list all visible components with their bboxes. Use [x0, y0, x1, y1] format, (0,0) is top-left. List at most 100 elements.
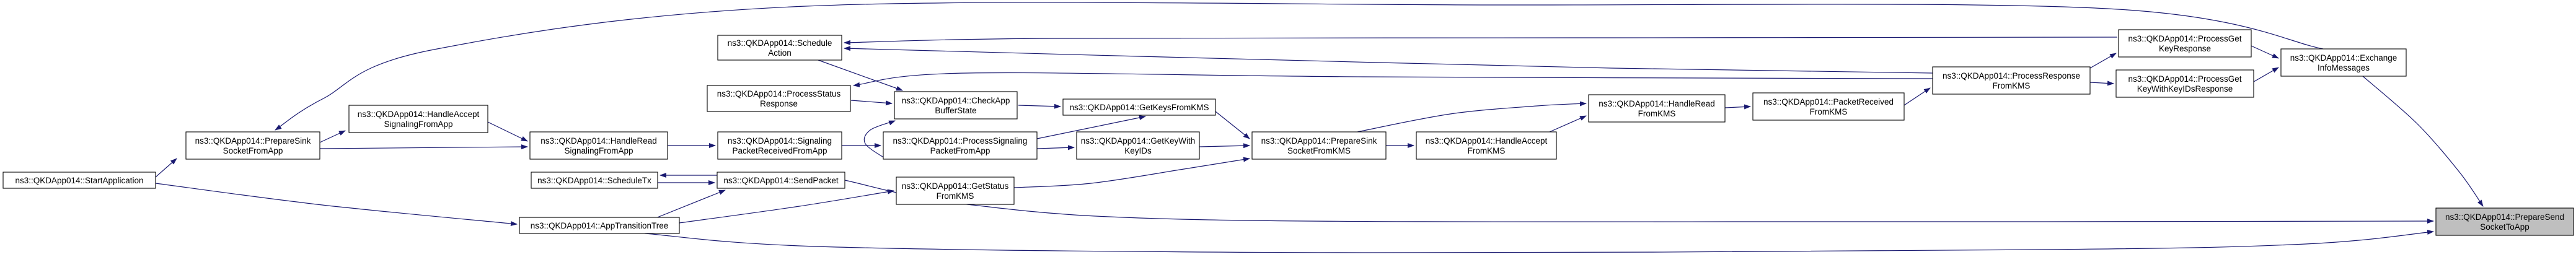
- function-node-label: ns3::QKDApp014::ScheduleTx: [537, 176, 651, 185]
- node-signalingPacketReceivedFromApp[interactable]: ns3::QKDApp014::SignalingPacketReceivedF…: [717, 131, 842, 160]
- edge-processResponseFromKMS-processGetKeyResponse: [2089, 53, 2117, 69]
- function-node-label: ns3::QKDApp014::HandleAccept: [358, 110, 480, 119]
- function-node-label: KeyIDs: [1124, 146, 1152, 155]
- function-node-box: [1076, 131, 1200, 160]
- function-node-label: ns3::QKDApp014::PrepareSink: [1261, 136, 1377, 146]
- node-scheduleTx[interactable]: ns3::QKDApp014::ScheduleTx: [531, 172, 658, 189]
- function-node-box: [896, 176, 1015, 205]
- function-node-label: ns3::QKDApp014::PrepareSend: [2445, 212, 2564, 222]
- edge-handleAcceptSignalingFromApp-handleReadSignalingFromApp: [487, 121, 528, 142]
- edge-processSignalingPacketFromApp-checkAppBufferState: [863, 120, 896, 160]
- function-node-box: [185, 131, 320, 160]
- node-appTransitionTree[interactable]: ns3::QKDApp014::AppTransitionTree: [519, 217, 680, 234]
- function-node-box: [1588, 94, 1726, 123]
- function-node-label: ns3::QKDApp014::HandleRead: [540, 136, 657, 146]
- function-node-box: [717, 172, 845, 189]
- function-node-label: PacketFromApp: [930, 146, 990, 155]
- edge-appTransitionTree-sendPacket: [655, 189, 726, 219]
- function-node-box: [529, 131, 668, 160]
- function-node-label: ns3::QKDApp014::ProcessResponse: [1943, 71, 2080, 81]
- edge-exchangeInfoMessages-prepareSendSocketToApp: [2362, 76, 2484, 207]
- edge-exchangeInfoMessages-prepareSinkSocketFromApp: [275, 2, 2324, 131]
- edge-getKeyWithKeyIDs-prepareSinkSocketFromKMS: [1199, 143, 1250, 149]
- function-node-label: KeyResponse: [2159, 44, 2211, 53]
- function-node-label: ns3::QKDApp014::GetKeysFromKMS: [1069, 103, 1209, 112]
- edge-prepareSinkSocketFromKMS-handleReadFromKMS: [1357, 101, 1587, 133]
- function-node-label: FromKMS: [937, 191, 974, 201]
- function-node-box: [1416, 131, 1557, 160]
- function-node-label: FromKMS: [1810, 107, 1848, 116]
- function-node-box: [348, 105, 488, 133]
- function-node-box: [2115, 69, 2254, 98]
- function-node-label: PacketReceivedFromApp: [732, 146, 827, 155]
- function-node-label: ns3::QKDApp014::HandleRead: [1599, 99, 1715, 108]
- current-function-node-box: [2435, 207, 2574, 236]
- function-node-label: FromKMS: [1993, 81, 2031, 90]
- function-node-label: SignalingFromApp: [564, 146, 633, 155]
- function-node-box: [531, 172, 658, 189]
- function-node-label: ns3::QKDApp014::Signaling: [728, 136, 832, 146]
- edge-checkAppBufferState-getKeysFromKMS: [1018, 103, 1061, 109]
- function-node-label: ns3::QKDApp014::CheckApp: [902, 96, 1010, 105]
- function-node-label: ns3::QKDApp014::Schedule: [728, 38, 832, 48]
- edge-scheduleAction-checkAppBufferState: [818, 59, 903, 91]
- node-getKeysFromKMS[interactable]: ns3::QKDApp014::GetKeysFromKMS: [1062, 98, 1216, 116]
- function-node-label: ns3::QKDApp014::ProcessSignaling: [893, 136, 1028, 146]
- node-processSignalingPacketFromApp[interactable]: ns3::QKDApp014::ProcessSignalingPacketFr…: [883, 131, 1038, 160]
- function-node-box: [2118, 29, 2252, 58]
- edge-handleReadFromKMS-packetReceivedFromKMS: [1724, 104, 1751, 110]
- edge-sendPacket-prepareSendSocketToApp: [844, 180, 2434, 224]
- node-handleReadSignalingFromApp[interactable]: ns3::QKDApp014::HandleReadSignalingFromA…: [529, 131, 668, 160]
- function-node-label: SocketFromKMS: [1287, 146, 1351, 155]
- edge-getKeysFromKMS-prepareSinkSocketFromKMS: [1215, 111, 1250, 139]
- function-node-label: ns3::QKDApp014::GetStatus: [902, 181, 1009, 191]
- function-node-box: [1062, 98, 1216, 116]
- edge-appTransitionTree-prepareSendSocketToApp: [644, 229, 2434, 253]
- edge-processSignalingPacketFromApp-getKeyWithKeyIDs: [1036, 145, 1075, 150]
- edge-startApplication-prepareSinkSocketFromApp: [155, 158, 177, 178]
- edge-processGetKeyWithKeyIDsResponse-exchangeInfoMessages: [2253, 67, 2279, 82]
- node-handleAcceptSignalingFromApp[interactable]: ns3::QKDApp014::HandleAcceptSignalingFro…: [348, 105, 488, 133]
- edge-processResponseFromKMS-scheduleAction: [844, 46, 1933, 74]
- node-processGetKeyWithKeyIDsResponse[interactable]: ns3::QKDApp014::ProcessGetKeyWithKeyIDsR…: [2115, 69, 2254, 98]
- function-node-label: KeyWithKeyIDsResponse: [2137, 84, 2233, 94]
- function-node-label: ns3::QKDApp014::ProcessGet: [2128, 34, 2241, 43]
- function-node-box: [717, 35, 842, 61]
- function-node-label: SignalingFromApp: [384, 120, 452, 129]
- function-node-label: Action: [768, 48, 792, 58]
- function-node-box: [1932, 66, 2091, 95]
- function-node-box: [1251, 131, 1387, 160]
- function-node-label: InfoMessages: [2318, 63, 2370, 72]
- edge-processStatusResponse-checkAppBufferState: [850, 100, 893, 106]
- edge-processGetKeyResponse-exchangeInfoMessages: [2251, 45, 2279, 59]
- function-node-label: ns3::QKDApp014::HandleAccept: [1426, 136, 1548, 146]
- edge-prepareSinkSocketFromApp-handleAcceptSignalingFromApp: [319, 130, 346, 143]
- function-node-box: [2, 172, 156, 189]
- edge-prepareSinkSocketFromApp-handleReadSignalingFromApp: [319, 144, 528, 150]
- function-node-label: Response: [760, 99, 798, 108]
- function-node-label: ns3::QKDApp014::AppTransitionTree: [531, 221, 669, 230]
- edge-processGetKeyResponse-scheduleAction: [844, 37, 2118, 45]
- node-startApplication[interactable]: ns3::QKDApp014::StartApplication: [2, 172, 156, 189]
- function-node-label: ns3::QKDApp014::Exchange: [2290, 53, 2397, 63]
- function-node-box: [1752, 92, 1905, 121]
- node-sendPacket[interactable]: ns3::QKDApp014::SendPacket: [717, 172, 845, 189]
- function-node-label: ns3::QKDApp014::GetKeyWith: [1081, 136, 1196, 146]
- function-node-box: [883, 131, 1038, 160]
